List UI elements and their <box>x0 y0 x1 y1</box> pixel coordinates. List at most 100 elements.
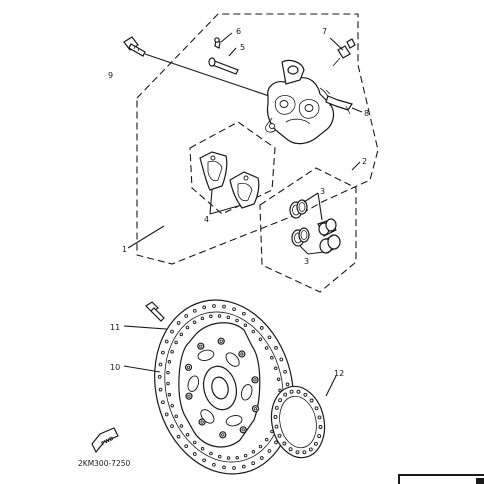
disc-hole <box>158 387 163 392</box>
callout-6: 6 <box>236 27 241 36</box>
disc-hole <box>179 424 184 428</box>
disc-hole <box>278 388 282 393</box>
disc-hole <box>176 321 181 325</box>
ring-hole <box>273 415 278 419</box>
disc-hole <box>170 349 174 354</box>
disc-hole <box>251 318 256 322</box>
disc-vent-holes <box>157 304 291 470</box>
piston-seal-lower <box>291 227 310 247</box>
disc-rivet <box>217 337 225 345</box>
ring-hole <box>313 441 318 446</box>
caliper-assembly-boundary <box>136 13 379 265</box>
disc-rivet-center <box>221 433 225 437</box>
disc-rivet-center <box>241 428 245 432</box>
disc-hole <box>170 424 174 428</box>
ring-hole <box>309 398 314 403</box>
disc-hole <box>166 370 170 375</box>
disc-hole <box>174 340 178 345</box>
disc-hole <box>167 393 172 397</box>
brake-pad-inner <box>199 151 228 191</box>
ring-hole <box>317 434 322 439</box>
callout-5: 5 <box>240 43 245 52</box>
callout-line-5 <box>228 47 237 57</box>
disc-hole <box>158 362 163 367</box>
disc-hole <box>259 326 264 330</box>
ring-hole <box>318 425 323 429</box>
sensor-rotor-ring <box>270 385 326 459</box>
carrier-cutout <box>240 384 253 401</box>
carrier-cutout <box>225 352 240 367</box>
disc-rivet <box>238 350 246 358</box>
piston-upper <box>317 218 337 237</box>
disc-hole <box>274 366 278 371</box>
disc-hole <box>235 318 239 323</box>
ring-holes <box>273 389 323 455</box>
forward-arrow-icon: FWD <box>91 427 119 454</box>
disc-hole <box>209 451 213 456</box>
disc-hole <box>274 346 278 350</box>
disc-hole <box>251 461 256 466</box>
disc-hole <box>243 453 248 458</box>
pad-spring <box>325 89 353 115</box>
callout-line-3d <box>307 251 325 255</box>
ring-hole <box>302 450 307 455</box>
disc-hole <box>217 454 222 459</box>
disc-hole <box>185 433 190 437</box>
disc-hole <box>185 325 190 330</box>
caliper-mounting-bolt <box>123 36 146 57</box>
disc-hole <box>226 315 231 320</box>
disc-hole <box>279 357 284 362</box>
disc-hole <box>174 414 178 418</box>
disc-hole <box>283 369 287 374</box>
disc-hole <box>170 329 174 334</box>
disc-hole <box>235 455 239 460</box>
ring-hole <box>274 405 279 410</box>
callout-line-3c <box>299 245 309 255</box>
ring-hole <box>296 389 301 394</box>
callout-9: 9 <box>108 71 113 80</box>
disc-hole <box>161 400 165 405</box>
callout-line-2 <box>351 161 361 171</box>
callout-line-10 <box>123 365 161 373</box>
ring-hole <box>277 433 282 438</box>
brake-disc <box>154 299 294 475</box>
brake-pad-outer <box>229 171 260 209</box>
ring-hole <box>308 447 313 452</box>
part-code: 2KM300-7250 <box>78 459 130 468</box>
disc-bolt <box>145 301 165 322</box>
disc-hole <box>222 304 226 309</box>
fwd-label: FWD <box>100 436 114 447</box>
carrier-cutout <box>197 349 215 361</box>
ring-hole <box>289 389 294 394</box>
disc-hole <box>258 337 263 341</box>
disc-hole <box>200 447 205 451</box>
disc-hole <box>259 456 264 460</box>
disc-rivet-center <box>200 420 204 424</box>
ring-hole <box>317 415 322 420</box>
disc-rivet-center <box>253 378 257 382</box>
pin-clip <box>214 37 221 49</box>
carrier-cutout <box>225 415 243 427</box>
disc-rivet <box>239 426 247 434</box>
callout-line-6 <box>220 32 233 43</box>
callout-2: 2 <box>362 157 367 166</box>
disc-hole <box>179 332 184 337</box>
disc-rivet <box>251 405 260 413</box>
piston-lower <box>319 234 341 254</box>
callout-line-3a <box>303 192 319 203</box>
disc-hole <box>274 440 278 445</box>
disc-hole <box>202 458 206 463</box>
ring-hole <box>303 392 308 397</box>
ring-hole <box>282 441 287 446</box>
disc-hole <box>170 403 174 408</box>
callout-line-12 <box>325 375 337 397</box>
pad-pin <box>208 57 239 75</box>
bleed-screw <box>332 38 356 67</box>
disc-hole <box>232 466 236 470</box>
carrier-cutouts <box>187 349 253 427</box>
callout-4: 4 <box>204 215 209 224</box>
disc-hole <box>192 320 197 324</box>
disc-hole <box>161 350 165 355</box>
disc-hole <box>276 377 281 381</box>
disc-rivet-center <box>186 365 191 369</box>
